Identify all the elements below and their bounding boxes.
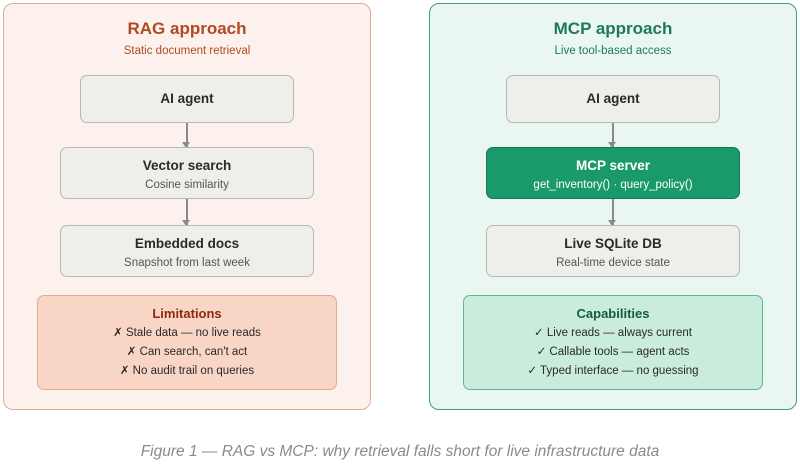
mcp-ai-agent-label: AI agent bbox=[586, 91, 640, 106]
rag-title: RAG approach bbox=[127, 19, 247, 38]
mcp-arrow-agent-to-server bbox=[609, 123, 616, 148]
rag-limitations-title: Limitations bbox=[152, 306, 222, 321]
mcp-arrow-server-to-db bbox=[609, 199, 616, 226]
mcp-sqlite-db-node: Live SQLite DB Real-time device state bbox=[486, 225, 740, 277]
mcp-capability-item: ✓ Typed interface — no guessing bbox=[527, 365, 699, 377]
figure-caption: Figure 1 — RAG vs MCP: why retrieval fal… bbox=[140, 443, 660, 460]
mcp-panel: MCP approach Live tool-based access AI a… bbox=[429, 3, 797, 410]
rag-vector-search-node: Vector search Cosine similarity bbox=[60, 147, 314, 199]
rag-limitation-item: ✗ Can search, can't act bbox=[126, 346, 248, 358]
mcp-subtitle: Live tool-based access bbox=[554, 45, 672, 57]
mcp-capabilities-box: Capabilities ✓ Live reads — always curre… bbox=[463, 295, 763, 390]
rag-embedded-docs-sublabel: Snapshot from last week bbox=[124, 257, 250, 269]
mcp-title: MCP approach bbox=[553, 19, 673, 38]
mcp-server-label: MCP server bbox=[575, 158, 651, 173]
rag-vector-search-label: Vector search bbox=[142, 158, 232, 173]
mcp-capability-item: ✓ Live reads — always current bbox=[534, 327, 692, 339]
rag-arrow-agent-to-search bbox=[183, 123, 190, 148]
mcp-capability-item: ✓ Callable tools — agent acts bbox=[536, 346, 690, 358]
mcp-server-node: MCP server get_inventory() · query_polic… bbox=[486, 147, 740, 199]
rag-ai-agent-label: AI agent bbox=[160, 91, 214, 106]
rag-vector-search-sublabel: Cosine similarity bbox=[145, 179, 229, 191]
rag-limitation-item: ✗ No audit trail on queries bbox=[119, 365, 255, 377]
mcp-capabilities-title: Capabilities bbox=[576, 306, 650, 321]
rag-ai-agent-node: AI agent bbox=[80, 75, 294, 123]
rag-limitations-box: Limitations ✗ Stale data — no live reads… bbox=[37, 295, 337, 390]
mcp-server-sublabel: get_inventory() · query_policy() bbox=[533, 179, 693, 191]
mcp-sqlite-db-sublabel: Real-time device state bbox=[556, 257, 670, 269]
mcp-ai-agent-node: AI agent bbox=[506, 75, 720, 123]
rag-panel: RAG approach Static document retrieval A… bbox=[3, 3, 371, 410]
rag-embedded-docs-node: Embedded docs Snapshot from last week bbox=[60, 225, 314, 277]
rag-arrow-search-to-docs bbox=[183, 199, 190, 226]
rag-subtitle: Static document retrieval bbox=[123, 45, 251, 57]
rag-embedded-docs-label: Embedded docs bbox=[134, 236, 240, 251]
mcp-sqlite-db-label: Live SQLite DB bbox=[564, 236, 662, 251]
rag-limitation-item: ✗ Stale data — no live reads bbox=[113, 327, 261, 339]
